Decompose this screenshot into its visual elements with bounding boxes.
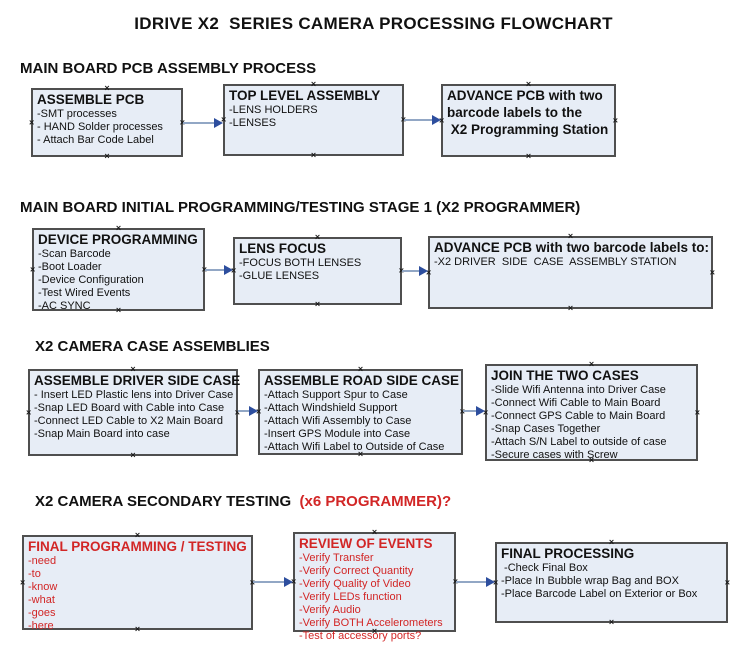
section-heading-text: X2 CAMERA SECONDARY TESTING — [35, 493, 292, 510]
box-line: -Verify BOTH Accelerometers — [299, 617, 443, 629]
box-line: - HAND Solder processes — [37, 121, 163, 133]
box-line: -Test of accessory ports? — [299, 630, 422, 642]
box-line: -Verify LEDs function — [299, 591, 402, 603]
connection-point-icon: × — [29, 117, 35, 127]
box-line: -Device Configuration — [38, 274, 144, 286]
box-line: -Verify Quality of Video — [299, 578, 411, 590]
flow-arrow — [238, 406, 258, 416]
flow-arrow — [463, 406, 485, 416]
box-advance-pcb-to-driver-side: ADVANCE PCB with two barcode labels to: … — [426, 232, 715, 313]
box-line: -Slide Wifi Antenna into Driver Case — [491, 384, 666, 396]
box-assemble-road-side-case: ASSEMBLE ROAD SIDE CASE -Attach Support … — [256, 365, 465, 459]
box-line: -SMT processes — [37, 108, 117, 120]
box-line: -Verify Transfer — [299, 552, 374, 564]
connection-point-icon: × — [104, 151, 110, 161]
box-line: -Connect GPS Cable to Main Board — [491, 410, 666, 422]
connection-point-icon: × — [314, 299, 321, 309]
box-line: -AC SYNC — [38, 300, 91, 312]
box-title: REVIEW OF EVENTS — [299, 536, 433, 551]
box-final-programming-testing: FINAL PROGRAMMING / TESTING -need -to -k… — [20, 531, 255, 634]
box-line: -Boot Loader — [38, 261, 102, 273]
box-line: -Attach S/N Label to outside of case — [491, 436, 667, 448]
box-line: -Place Barcode Label on Exterior or Box — [501, 588, 698, 600]
section-heading-initial-programming: MAIN BOARD INITIAL PROGRAMMING/TESTING S… — [20, 199, 581, 216]
box-line: -Scan Barcode — [38, 248, 111, 260]
box-title: TOP LEVEL ASSEMBLY — [229, 88, 381, 103]
box-title: LENS FOCUS — [239, 241, 327, 256]
box-final-processing: FINAL PROCESSING -Check Final Box -Place… — [493, 538, 730, 627]
box-line: -Insert GPS Module into Case — [264, 428, 411, 440]
box-line: -to — [28, 568, 41, 580]
box-title: DEVICE PROGRAMMING — [38, 232, 198, 247]
box-title: FINAL PROGRAMMING / TESTING — [28, 539, 247, 554]
flow-arrow — [205, 265, 233, 275]
box-line: -Secure cases with Screw — [491, 449, 618, 461]
connection-point-icon: × — [525, 151, 532, 161]
flow-arrow — [183, 118, 223, 128]
box-line: -Attach Wifi Assembly to Case — [264, 415, 412, 427]
connection-point-icon: × — [608, 617, 615, 627]
connection-point-icon: × — [30, 264, 36, 274]
section-heading-main-board-pcb: MAIN BOARD PCB ASSEMBLY PROCESS — [20, 60, 317, 77]
box-line: -Snap Main Board into case — [34, 428, 170, 440]
section-heading-accent: (x6 PROGRAMMER)? — [291, 493, 452, 510]
box-line: -Test Wired Events — [38, 287, 131, 299]
flow-arrow — [402, 266, 428, 276]
box-line: -Connect LED Cable to X2 Main Board — [34, 415, 223, 427]
box-line: -Snap Cases Together — [491, 423, 601, 435]
section-heading-case-assemblies: X2 CAMERA CASE ASSEMBLIES — [35, 338, 270, 355]
box-line: X2 Programming Station — [447, 122, 609, 137]
section-heading-secondary-testing: X2 CAMERA SECONDARY TESTING (x6 PROGRAMM… — [35, 493, 451, 510]
box-line: -GLUE LENSES — [239, 270, 320, 282]
box-advance-pcb-to-programming-station: ADVANCE PCB with two barcode labels to t… — [439, 80, 618, 161]
box-line: barcode labels to the — [447, 105, 583, 120]
box-line: -X2 DRIVER SIDE CASE ASSEMBLY STATION — [434, 256, 677, 268]
box-line: -Connect Wifi Cable to Main Board — [491, 397, 661, 409]
box-line: -Attach Windshield Support — [264, 402, 398, 414]
box-line: -Check Final Box — [501, 562, 588, 574]
flow-arrow — [404, 115, 441, 125]
box-line: -here — [28, 620, 54, 632]
box-line: -FOCUS BOTH LENSES — [239, 257, 362, 269]
connection-point-icon: × — [310, 150, 317, 160]
box-line: -Place In Bubble wrap Bag and BOX — [501, 575, 679, 587]
box-title: FINAL PROCESSING — [501, 546, 635, 561]
box-title: ADVANCE PCB with two barcode labels to: — [434, 240, 710, 255]
box-line: -Verify Correct Quantity — [299, 565, 414, 577]
box-line: -what — [28, 594, 55, 606]
box-line: -goes — [28, 607, 56, 619]
box-line: -know — [28, 581, 58, 593]
box-title: ASSEMBLE DRIVER SIDE CASE — [34, 373, 241, 388]
box-assemble-pcb: ASSEMBLE PCB -SMT processes - HAND Solde… — [29, 84, 185, 161]
box-line: -Verify Audio — [299, 604, 361, 616]
connection-point-icon: × — [709, 267, 715, 277]
box-title: JOIN THE TWO CASES — [491, 368, 639, 383]
box-line: -LENSES — [229, 117, 277, 129]
box-line: -Snap LED Board with Cable into Case — [34, 402, 225, 414]
connection-point-icon: × — [567, 303, 574, 313]
box-line: -LENS HOLDERS — [229, 104, 318, 116]
connection-point-icon: × — [130, 450, 136, 460]
box-line: -need — [28, 555, 57, 567]
box-line: - Insert LED Plastic lens into Driver Ca… — [34, 389, 234, 401]
box-line: -Attach Wifi Label to Outside of Case — [264, 441, 445, 453]
box-assemble-driver-side-case: ASSEMBLE DRIVER SIDE CASE - Insert LED P… — [26, 365, 241, 460]
flow-arrow — [456, 577, 495, 587]
box-title: ADVANCE PCB with two — [447, 88, 603, 103]
box-title: ASSEMBLE ROAD SIDE CASE — [264, 373, 460, 388]
page-title: IDRIVE X2 SERIES CAMERA PROCESSING FLOWC… — [134, 14, 613, 33]
flow-arrow — [253, 577, 293, 587]
box-line: -Attach Support Spur to Case — [264, 389, 408, 401]
box-title: ASSEMBLE PCB — [37, 92, 145, 107]
box-join-the-two-cases: JOIN THE TWO CASES -Slide Wifi Antenna i… — [483, 360, 700, 465]
box-device-programming: DEVICE PROGRAMMING -Scan Barcode -Boot L… — [30, 224, 207, 315]
box-lens-focus: LENS FOCUS -FOCUS BOTH LENSES -GLUE LENS… — [231, 233, 404, 309]
connection-point-icon: × — [26, 407, 32, 417]
connection-point-icon: × — [20, 577, 26, 587]
box-line: - Attach Bar Code Label — [37, 134, 154, 146]
box-review-of-events: REVIEW OF EVENTS -Verify Transfer -Verif… — [291, 528, 458, 643]
box-top-level-assembly: TOP LEVEL ASSEMBLY -LENS HOLDERS -LENSES… — [221, 80, 406, 160]
